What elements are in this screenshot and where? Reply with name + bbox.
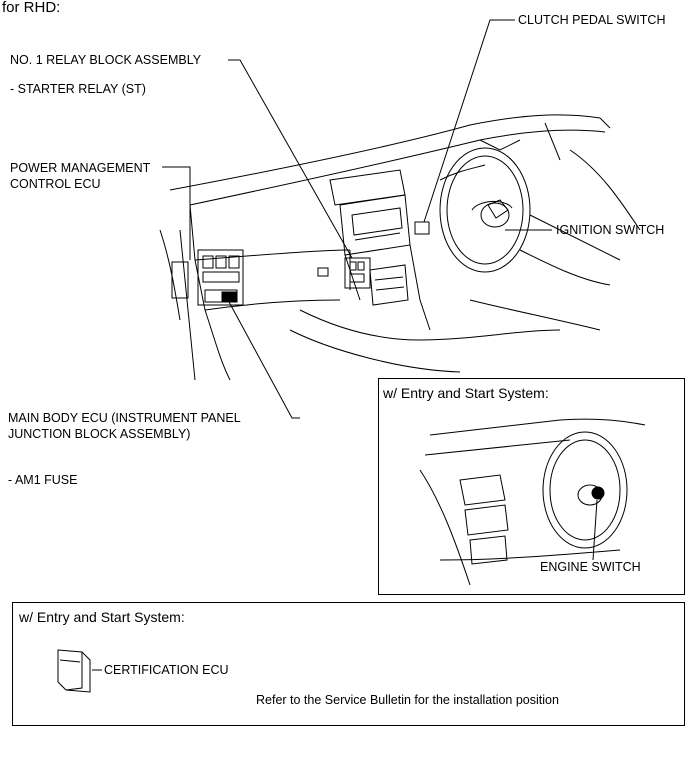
label-pm-ecu-line1: POWER MANAGEMENT [10,161,151,175]
label-am1-fuse: - AM1 FUSE [8,473,78,487]
bottom-box: w/ Entry and Start System: [12,602,685,726]
page-heading: for RHD: [2,0,61,16]
label-relay-block: NO. 1 RELAY BLOCK ASSEMBLY [10,53,202,67]
certification-ecu-drawing [57,649,91,693]
dashboard-drawing [159,114,641,381]
label-starter-relay: - STARTER RELAY (ST) [10,82,146,96]
label-certification-ecu: CERTIFICATION ECU [104,663,229,677]
label-clutch-pedal-switch: CLUTCH PEDAL SWITCH [518,13,666,27]
service-bulletin-note: Refer to the Service Bulletin for the in… [256,693,559,707]
label-ignition-switch: IGNITION SWITCH [556,223,665,237]
bottom-title: w/ Entry and Start System: [19,609,185,625]
inset-title: w/ Entry and Start System: [383,385,549,401]
inset-box: w/ Entry and Start System: [378,378,685,595]
label-main-body-line1: MAIN BODY ECU (INSTRUMENT PANEL [8,411,241,425]
label-main-body-line2: JUNCTION BLOCK ASSEMBLY) [8,427,191,441]
inset-drawing [419,418,646,586]
label-pm-ecu-line2: CONTROL ECU [10,177,101,191]
label-engine-switch: ENGINE SWITCH [540,560,641,574]
leader-lines [92,19,598,671]
